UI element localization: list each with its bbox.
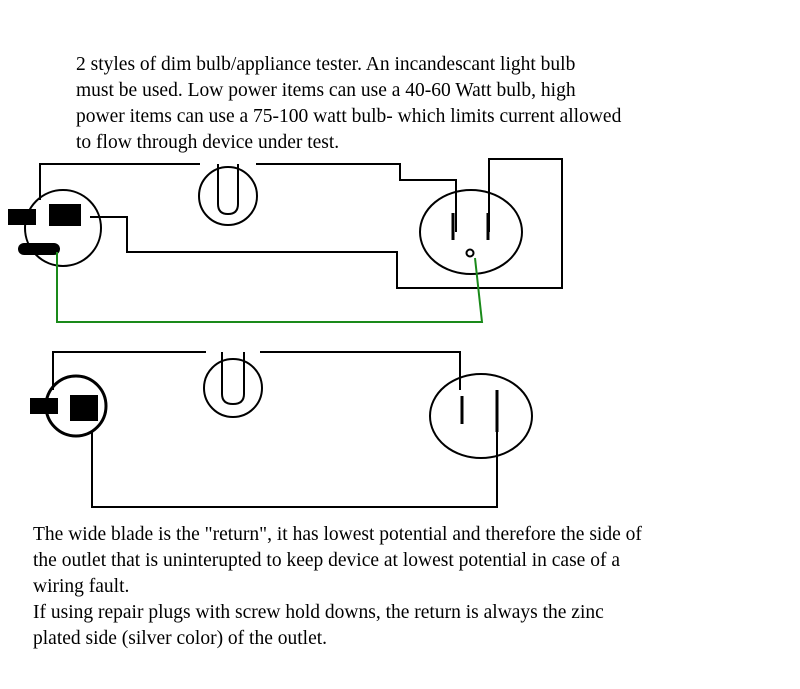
plug-body [24,189,102,267]
top-caption-line: must be used. Low power items can use a … [76,80,576,101]
wire-bulb-to-outlet [260,351,461,390]
top-caption-line: to flow through device under test. [76,132,340,153]
hot-wire-to-bulb [39,163,200,200]
outlet-ground-hole [465,248,475,258]
top-caption-line: 2 styles of dim bulb/appliance tester. A… [76,54,576,75]
bulb-glass [203,358,263,418]
bottom-caption-line: plated side (silver color) of the outlet… [33,628,328,649]
outlet-body [419,189,523,275]
top-caption-line: power items can use a 75-100 watt bulb- … [76,106,622,127]
three-prong-plug [8,189,102,267]
bulb-filament [221,352,245,406]
bottom-caption-line: The wide blade is the "return", it has l… [33,524,642,545]
light-bulb [203,352,263,418]
plug-ground-pin [18,243,60,255]
bottom-caption: The wide blade is the "return", it has l… [33,522,642,652]
return-wire [90,158,563,289]
bulb-filament [217,164,239,216]
plug-blade-narrow [8,209,36,225]
bulb-glass [198,166,258,226]
light-bulb [198,164,258,226]
return-wire [91,432,498,508]
two-prong-outlet [429,373,533,459]
two-prong-tester-diagram [30,351,533,508]
three-prong-outlet [419,189,523,275]
bottom-caption-line: wiring fault. [33,576,130,597]
plug-blade-wide [49,204,81,226]
wire-bulb-to-outlet [256,163,457,232]
hot-wire-to-bulb [52,351,206,390]
top-caption: 2 styles of dim bulb/appliance tester. A… [76,52,621,156]
bottom-caption-line: If using repair plugs with screw hold do… [33,602,604,623]
two-prong-plug [30,374,108,438]
three-prong-tester-diagram [8,158,563,323]
bottom-caption-line: the outlet that is uninterupted to keep … [33,550,620,571]
plug-blade-narrow [30,398,58,414]
outlet-body [429,373,533,459]
plug-blade-wide [70,395,98,421]
ground-wire [56,252,484,323]
